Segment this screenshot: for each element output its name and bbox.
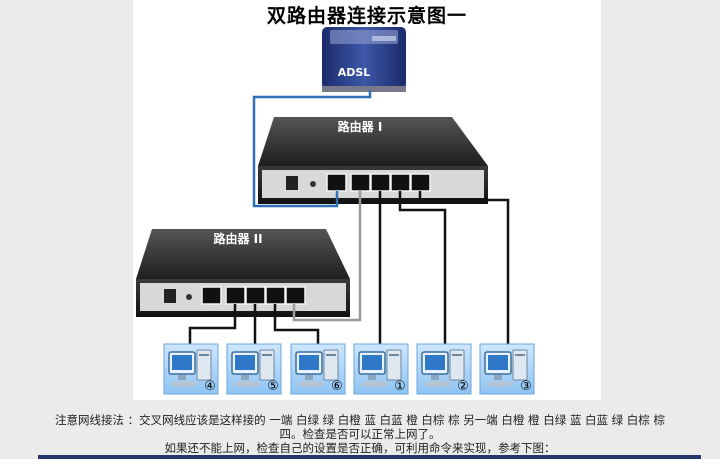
router-2-label: 路由器 II (213, 231, 262, 246)
router-1-label: 路由器 I (338, 119, 383, 134)
router-1-lan-port-4 (410, 173, 431, 192)
computer-number: ② (457, 379, 469, 394)
cable-router-2-to-pc-4 (188, 304, 237, 345)
computer-1: ④ (163, 343, 219, 395)
tower-icon (386, 349, 402, 381)
router-1-top (258, 117, 488, 166)
router-1-power-jack (286, 176, 298, 190)
monitor-stand (494, 375, 502, 380)
tower-icon (259, 349, 275, 381)
monitor-stand (368, 375, 376, 380)
monitor-screen (235, 355, 255, 370)
tower-icon (323, 349, 339, 381)
tower-icon (449, 349, 465, 381)
wiring-note: 注意网线接法 ：交叉网线应该是这样接的 一端 白绿 绿 白橙 蓝 白蓝 橙 白棕… (55, 413, 665, 427)
keyboard-icon (486, 381, 514, 387)
keyboard-icon (233, 381, 261, 387)
monitor-screen (488, 355, 508, 370)
help-note: 如果还不能上网，检查自己的设置是否正确，可利用命令来实现，参考下图： (164, 441, 556, 455)
computers: ④ ⑤ ⑥ ① ② ③ (163, 343, 535, 395)
monitor-stand (431, 375, 439, 380)
computer-number: ③ (520, 379, 532, 394)
router-2-lan-port-4 (285, 286, 306, 305)
cable-router-1-to-pc-3 (418, 191, 510, 345)
monitor-stand (178, 375, 186, 380)
computer-5: ② (416, 343, 472, 395)
tower-drive (389, 354, 399, 356)
router-2: 路由器 II (136, 229, 350, 317)
router-1: 路由器 I (258, 117, 488, 204)
router-1-reset-button (310, 181, 316, 187)
computer-number: ① (394, 379, 406, 394)
tower-drive (199, 354, 209, 356)
router-1-lan-port-2 (370, 173, 391, 192)
cable-router-1-to-pc-2 (398, 191, 447, 345)
check-note: 四。检查是否可以正常上网了。 (279, 427, 441, 441)
router-2-power-jack (164, 289, 176, 303)
computer-3: ⑥ (290, 343, 346, 395)
computer-number: ④ (204, 379, 216, 394)
computer-number: ⑤ (267, 379, 279, 394)
keyboard-icon (360, 381, 388, 387)
adsl-modem: ADSL (322, 27, 406, 92)
cables (188, 90, 510, 345)
monitor-screen (172, 355, 192, 370)
cable-modem-to-router-1 (252, 90, 372, 208)
cable-router-2-to-pc-6 (273, 304, 320, 345)
router-2-wan-port (201, 286, 222, 305)
router-1-wan-port (326, 173, 347, 192)
router-1-lan-port-1 (350, 173, 371, 192)
keyboard-icon (297, 381, 325, 387)
router-2-lan-port-3 (265, 286, 286, 305)
modem-vent (372, 36, 396, 41)
keyboard-icon (170, 381, 198, 387)
router-2-lan-port-2 (245, 286, 266, 305)
diagram-title: 双路由器连接示意图一 (266, 5, 467, 27)
cable-router-1-to-router-2 (292, 191, 362, 322)
tower-drive (452, 354, 462, 356)
tower-drive (515, 354, 525, 356)
tower-drive (326, 354, 336, 356)
computer-number: ⑥ (331, 379, 343, 394)
tower-drive (262, 354, 272, 356)
router-2-lan-port-1 (225, 286, 246, 305)
next-image-edge (38, 455, 701, 459)
monitor-screen (299, 355, 319, 370)
tower-icon (196, 349, 212, 381)
router-1-lan-port-3 (390, 173, 411, 192)
computer-6: ③ (479, 343, 535, 395)
monitor-screen (425, 355, 445, 370)
monitor-screen (362, 355, 382, 370)
keyboard-icon (423, 381, 451, 387)
router-2-top (136, 229, 350, 279)
tower-icon (512, 349, 528, 381)
monitor-stand (305, 375, 313, 380)
computer-4: ① (353, 343, 409, 395)
modem-stand (322, 86, 406, 92)
network-diagram: ADSL 路由器 I 路由器 II (136, 27, 535, 395)
modem-label: ADSL (338, 66, 371, 79)
computer-2: ⑤ (226, 343, 282, 395)
router-2-reset-button (186, 294, 192, 300)
monitor-stand (241, 375, 249, 380)
